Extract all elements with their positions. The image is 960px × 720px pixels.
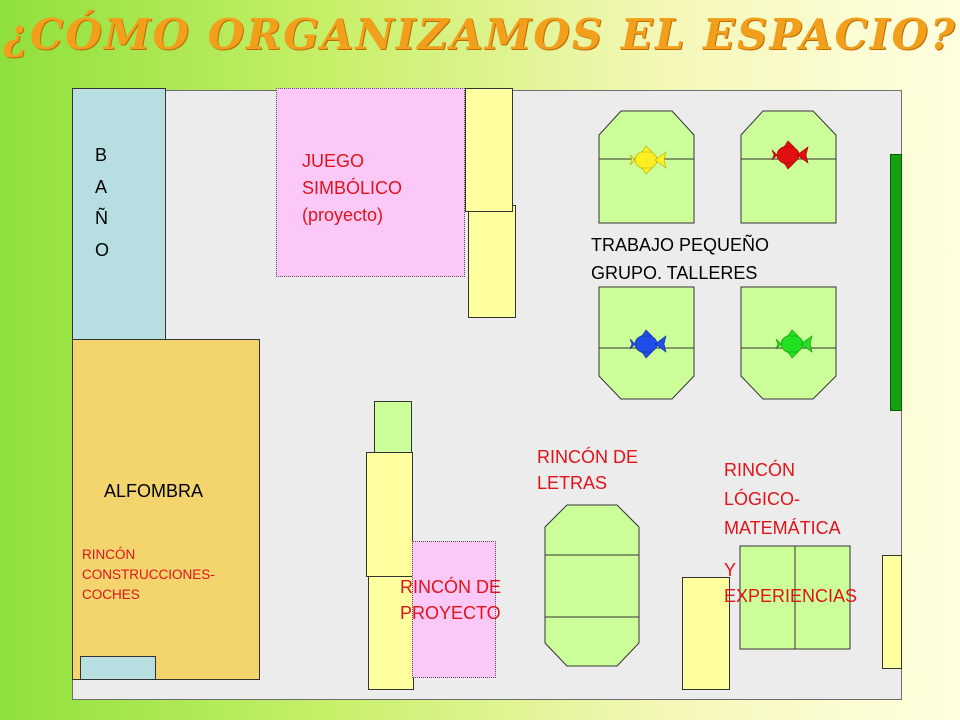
project-corner-label: RINCÓN DE PROYECTO bbox=[400, 574, 501, 626]
symbolic-play-line: SIMBÓLICO bbox=[302, 178, 403, 198]
construction-corner-line: COCHES bbox=[82, 587, 140, 602]
wall-board bbox=[890, 154, 902, 411]
shelf-unit bbox=[368, 575, 414, 690]
logic-math-line: RINCÓN bbox=[724, 460, 795, 480]
carpet-label: ALFOMBRA bbox=[104, 481, 204, 501]
project-corner-area bbox=[412, 541, 496, 678]
letters-corner-line: LETRAS bbox=[537, 473, 608, 493]
carpet-area bbox=[72, 339, 260, 680]
symbolic-play-label: JUEGO SIMBÓLICO (proyecto) bbox=[302, 148, 402, 229]
bathroom-letter: B bbox=[95, 145, 108, 165]
shelf-unit bbox=[882, 555, 902, 669]
construction-shelf bbox=[80, 656, 156, 680]
small-group-label: TRABAJO PEQUEÑO GRUPO. TALLERES bbox=[591, 231, 769, 287]
project-corner-line: PROYECTO bbox=[400, 603, 501, 623]
construction-corner-line: RINCÓN bbox=[82, 547, 136, 562]
symbolic-play-line: (proyecto) bbox=[302, 205, 384, 225]
bathroom-letter: Ñ bbox=[95, 208, 108, 228]
logic-math-line: LÓGICO- bbox=[724, 489, 801, 509]
shelf-unit bbox=[468, 205, 516, 318]
shelf-unit bbox=[366, 452, 413, 577]
construction-corner-label: RINCÓN CONSTRUCCIONES- COCHES bbox=[82, 545, 215, 605]
construction-corner-line: CONSTRUCCIONES- bbox=[82, 567, 215, 582]
experiences-line: Y bbox=[724, 560, 737, 580]
logic-math-table bbox=[739, 545, 851, 650]
shelf-unit bbox=[465, 88, 513, 212]
letters-corner-line: RINCÓN DE bbox=[537, 447, 639, 467]
shelf-unit bbox=[682, 577, 730, 690]
letters-corner-label: RINCÓN DE LETRAS bbox=[537, 444, 638, 496]
bathroom-letter: A bbox=[95, 176, 108, 197]
experiences-corner-label: Y EXPERIENCIAS bbox=[724, 557, 857, 609]
small-group-line: TRABAJO PEQUEÑO bbox=[591, 235, 770, 255]
project-corner-line: RINCÓN DE bbox=[400, 577, 502, 597]
bathroom-label: B A Ñ O bbox=[95, 140, 115, 266]
page-title: ¿CÓMO ORGANIZAMOS EL ESPACIO? bbox=[3, 10, 957, 59]
logic-math-line: MATEMÁTICA bbox=[724, 518, 841, 538]
logic-math-corner-label: RINCÓN LÓGICO- MATEMÁTICA bbox=[724, 456, 841, 543]
symbolic-play-line: JUEGO bbox=[302, 151, 365, 171]
bathroom-letter: O bbox=[95, 239, 110, 260]
letters-table bbox=[544, 504, 640, 667]
small-group-line: GRUPO. TALLERES bbox=[591, 263, 758, 283]
symbolic-play-area bbox=[276, 88, 465, 277]
experiences-line: EXPERIENCIAS bbox=[724, 586, 858, 606]
